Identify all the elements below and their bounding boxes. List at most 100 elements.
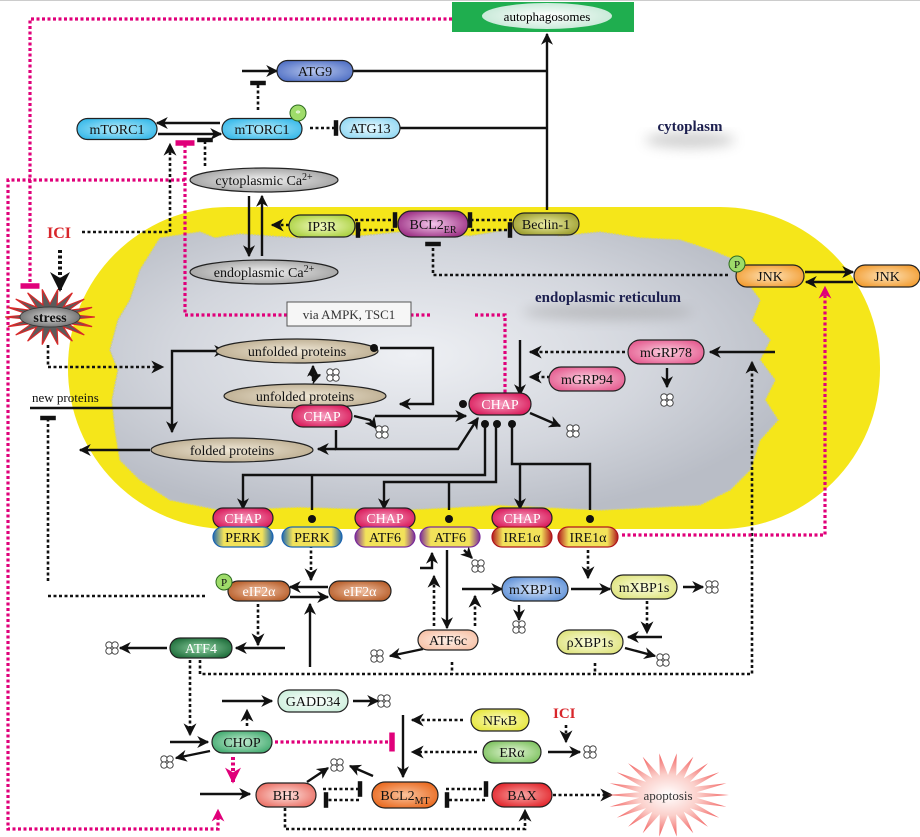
eif2a-node-shape <box>328 580 392 602</box>
stress-label: stress <box>33 311 67 326</box>
perk-bound-node-shape <box>212 526 274 548</box>
chap-ire1a-node[interactable]: CHAP <box>491 507 553 529</box>
eif2a-phospho-node-label: eIF2α <box>243 585 277 600</box>
eif2a-node[interactable]: eIF2α <box>328 580 392 602</box>
chap-node-main-label: CHAP <box>481 398 519 413</box>
bcl2-mt-node[interactable]: BCL2MT <box>371 781 439 809</box>
new-proteins-label: new proteins <box>32 390 99 405</box>
jnk-phospho-node[interactable]: JNK <box>735 264 805 288</box>
solid-edges <box>30 32 855 800</box>
dotted-edges <box>40 80 759 831</box>
via-ampk-tsc1-label: via AMPK, TSC1 <box>303 307 396 322</box>
mtorc1-active-node[interactable]: mTORC1 <box>221 117 303 141</box>
endoplasmic-calcium-node-shape <box>189 259 339 285</box>
atg9-node-shape <box>276 59 354 83</box>
autophagosomes-label: autophagosomes <box>504 9 591 24</box>
activation-badge-mtorc1: * <box>289 104 307 122</box>
jnk-phospho-node-shape <box>735 264 805 288</box>
unfolded-proteins-node-1-label: unfolded proteins <box>248 345 346 360</box>
mgrp78-node[interactable]: mGRP78 <box>627 339 705 365</box>
bcl2-er-node[interactable]: BCL2ER <box>397 210 469 238</box>
chap-perk-node[interactable]: CHAP <box>212 507 274 529</box>
nfkb-node-label: NFκB <box>483 714 517 729</box>
atf6c-node-label: ATF6c <box>429 634 467 649</box>
perk-bound-node[interactable]: PERK <box>212 526 274 548</box>
beclin-1-node-shape <box>512 212 580 236</box>
nfkb-node[interactable]: NFκB <box>470 708 530 732</box>
perk-free-node-shape <box>281 526 343 548</box>
stress-ellipse <box>19 306 81 328</box>
mxbp1u-node-label: mXBP1u <box>509 583 561 598</box>
bax-node[interactable]: BAX <box>491 782 553 808</box>
bax-node-label: BAX <box>507 789 537 804</box>
atg9-node-label: ATG9 <box>298 65 332 80</box>
proteasome-icon <box>160 755 174 769</box>
bh3-node[interactable]: BH3 <box>255 782 317 808</box>
mgrp94-node-label: mGRP94 <box>561 373 613 388</box>
jnk-node[interactable]: JNK <box>853 264 920 288</box>
chap-node-small[interactable]: CHAP <box>291 404 353 428</box>
autophagosomes-node[interactable] <box>482 3 612 29</box>
er-alpha-node[interactable]: ERα <box>482 740 542 764</box>
unfolded-proteins-node-2[interactable]: unfolded proteins <box>223 383 387 409</box>
endoplasmic-calcium-node[interactable]: endoplasmic Ca2+ <box>189 259 339 285</box>
bh3-node-shape <box>255 782 317 808</box>
cytoplasm-label-shadow <box>645 132 735 148</box>
atf6-bound-node-label: ATF6 <box>369 531 401 546</box>
chap-atf6-node[interactable]: CHAP <box>354 507 416 529</box>
proteasome-icon <box>326 368 340 382</box>
phospho-badge-jnk: P <box>728 255 746 273</box>
atf6-free-node[interactable]: ATF6 <box>419 526 481 548</box>
ire1a-free-node-label: IRE1α <box>570 531 608 546</box>
cytoplasm-label: cytoplasm <box>658 119 724 135</box>
mtorc1-inactive-node[interactable]: mTORC1 <box>76 117 158 141</box>
cytoplasmic-calcium-node[interactable]: cytoplasmic Ca2+ <box>189 167 339 193</box>
perk-free-node[interactable]: PERK <box>281 526 343 548</box>
jnk-node-label: JNK <box>874 270 900 285</box>
apoptosis-burst[interactable]: apoptosis <box>607 753 729 837</box>
pxbp1s-node[interactable]: ρXBP1s <box>556 629 624 655</box>
ip3r-node[interactable]: IP3R <box>288 214 356 238</box>
apoptosis-star-shape <box>607 753 729 837</box>
atf6-free-node-shape <box>419 526 481 548</box>
mxbp1s-node-shape <box>610 574 678 600</box>
gadd34-node[interactable]: GADD34 <box>277 689 349 713</box>
atf4-node[interactable]: ATF4 <box>169 637 233 659</box>
atg9-node[interactable]: ATG9 <box>276 59 354 83</box>
atf6-bound-node[interactable]: ATF6 <box>354 526 416 548</box>
stress-burst[interactable]: stress <box>5 289 95 345</box>
chop-node-shape <box>211 730 273 754</box>
ire1a-bound-node-label: IRE1α <box>504 531 542 546</box>
proteasome-icon <box>377 694 391 708</box>
ire1a-free-node-shape <box>557 526 619 548</box>
atf6c-node[interactable]: ATF6c <box>417 629 479 651</box>
nfkb-node-shape <box>470 708 530 732</box>
folded-proteins-node[interactable]: folded proteins <box>150 437 314 463</box>
mxbp1u-node[interactable]: mXBP1u <box>501 576 569 602</box>
atg13-node[interactable]: ATG13 <box>339 116 401 140</box>
pxbp1s-node-shape <box>556 629 624 655</box>
ire1a-free-node[interactable]: IRE1α <box>557 526 619 548</box>
unfolded-proteins-node-1[interactable]: unfolded proteins <box>215 338 379 364</box>
chop-node-label: CHOP <box>223 736 261 751</box>
proteasome-icon <box>656 653 670 667</box>
mxbp1s-node-label: mXBP1s <box>619 581 670 596</box>
chap-node-main[interactable]: CHAP <box>468 392 532 416</box>
chap-perk-node-label: CHAP <box>224 512 262 527</box>
mgrp94-node[interactable]: mGRP94 <box>548 366 626 392</box>
chop-node[interactable]: CHOP <box>211 730 273 754</box>
ici-label-bottom: ICI <box>553 706 576 722</box>
mtorc1-active-node-label: mTORC1 <box>235 123 290 138</box>
activation-badge-mtorc1-circle <box>289 104 307 122</box>
atf6c-node-shape <box>417 629 479 651</box>
phospho-badge-eif2a-circle <box>215 573 233 591</box>
eif2a-phospho-node[interactable]: eIF2α <box>227 580 291 602</box>
nodes-layer: ATG9 mTORC1 mTORC1 ATG13 cytoplasmic Ca2+ end… <box>76 59 920 809</box>
beclin-1-node[interactable]: Beclin-1 <box>512 212 580 236</box>
eif2a-phospho-node-shape <box>227 580 291 602</box>
mxbp1s-node[interactable]: mXBP1s <box>610 574 678 600</box>
proteasome-icon <box>375 425 389 439</box>
apoptosis-label: apoptosis <box>643 788 692 803</box>
ire1a-bound-node[interactable]: IRE1α <box>491 526 553 548</box>
bax-node-shape <box>491 782 553 808</box>
